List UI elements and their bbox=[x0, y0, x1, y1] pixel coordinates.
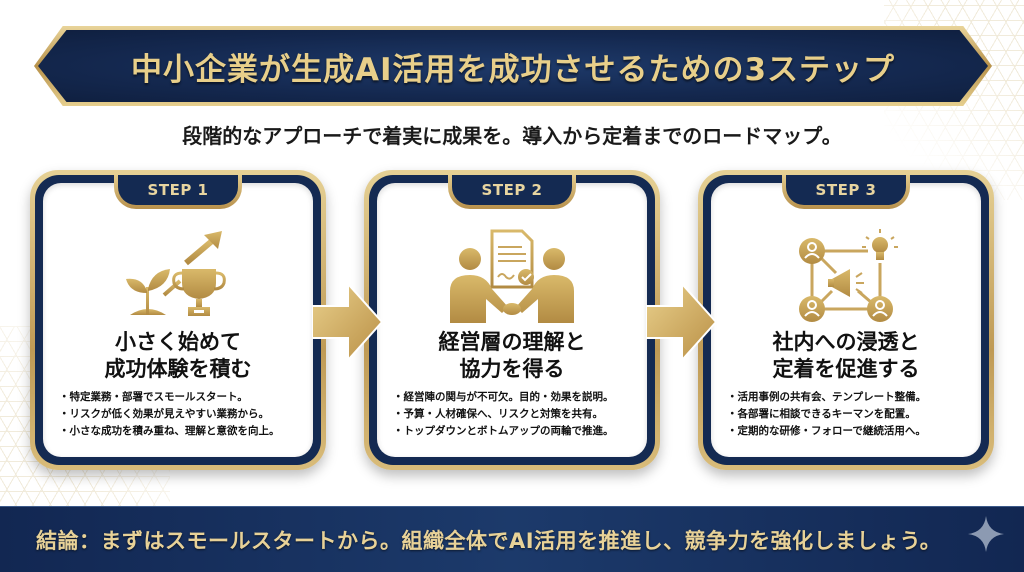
conclusion-footer: 結論：まずはスモールスタートから。組織全体でAI活用を推進し、競争力を強化しまし… bbox=[0, 506, 1024, 572]
step-heading-line-1: 小さく始めて bbox=[115, 330, 241, 354]
step-bullet-list: 経営陣の関与が不可欠。目的・効果を説明。 予算・人材確保へ、リスクと対策を共有。… bbox=[393, 389, 639, 440]
bullet-item: 小さな成功を積み重ね、理解と意欲を向上。 bbox=[59, 423, 305, 440]
step-heading-line-2: 協力を得る bbox=[459, 357, 565, 381]
card-body: 経営層の理解と 協力を得る 経営陣の関与が不可欠。目的・効果を説明。 予算・人材… bbox=[377, 183, 647, 457]
sprout-trophy-growth-icon bbox=[108, 227, 248, 327]
bullet-item: 活用事例の共有会、テンプレート整備。 bbox=[727, 389, 973, 406]
sparkle-icon bbox=[968, 516, 1004, 552]
bullet-item: 定期的な研修・フォローで継続活用へ。 bbox=[727, 423, 973, 440]
page-subtitle: 段階的なアプローチで着実に成果を。導入から定着までのロードマップ。 bbox=[182, 124, 842, 148]
network-megaphone-idea-icon bbox=[776, 227, 916, 327]
bullet-item: トップダウンとボトムアップの両輪で推進。 bbox=[393, 423, 639, 440]
step-heading-line-2: 成功体験を積む bbox=[104, 357, 252, 381]
bullet-item: 各部署に相談できるキーマンを配置。 bbox=[727, 406, 973, 423]
card-body: 社内への浸透と 定着を促進する 活用事例の共有会、テンプレート整備。 各部署に相… bbox=[711, 183, 981, 457]
bullet-item: リスクが低く効果が見えやすい業務から。 bbox=[59, 406, 305, 423]
step-label: STEP 2 bbox=[481, 181, 543, 199]
step-bullet-list: 特定業務・部署でスモールスタート。 リスクが低く効果が見えやすい業務から。 小さ… bbox=[59, 389, 305, 440]
step-tab: STEP 2 bbox=[448, 175, 576, 209]
step-heading-line-1: 経営層の理解と bbox=[438, 330, 586, 354]
step-heading: 経営層の理解と 協力を得る bbox=[377, 329, 647, 383]
step-card-3: 社内への浸透と 定着を促進する 活用事例の共有会、テンプレート整備。 各部署に相… bbox=[698, 170, 994, 470]
step-bullet-list: 活用事例の共有会、テンプレート整備。 各部署に相談できるキーマンを配置。 定期的… bbox=[727, 389, 973, 440]
step-tab-inner: STEP 3 bbox=[786, 175, 906, 205]
arrow-right-icon bbox=[312, 284, 382, 360]
step-tab: STEP 1 bbox=[114, 175, 242, 209]
bullet-item: 予算・人材確保へ、リスクと対策を共有。 bbox=[393, 406, 639, 423]
step-heading-line-2: 定着を促進する bbox=[772, 357, 920, 381]
title-banner: 中小企業が生成AI活用を成功させるための3ステップ bbox=[38, 30, 988, 102]
conclusion-text: 結論：まずはスモールスタートから。組織全体でAI活用を推進し、競争力を強化しまし… bbox=[36, 528, 942, 553]
step-card-2: 経営層の理解と 協力を得る 経営陣の関与が不可欠。目的・効果を説明。 予算・人材… bbox=[364, 170, 660, 470]
page-title: 中小企業が生成AI活用を成功させるための3ステップ bbox=[130, 51, 896, 88]
step-tab: STEP 3 bbox=[782, 175, 910, 209]
step-card-1: 小さく始めて 成功体験を積む 特定業務・部署でスモールスタート。 リスクが低く効… bbox=[30, 170, 326, 470]
handshake-contract-icon bbox=[442, 227, 582, 327]
arrow-right-icon bbox=[646, 284, 716, 360]
bullet-item: 特定業務・部署でスモールスタート。 bbox=[59, 389, 305, 406]
step-label: STEP 1 bbox=[147, 181, 209, 199]
step-tab-inner: STEP 2 bbox=[452, 175, 572, 205]
step-heading-line-1: 社内への浸透と bbox=[772, 330, 920, 354]
bullet-item: 経営陣の関与が不可欠。目的・効果を説明。 bbox=[393, 389, 639, 406]
step-heading: 社内への浸透と 定着を促進する bbox=[711, 329, 981, 383]
step-tab-inner: STEP 1 bbox=[118, 175, 238, 205]
step-label: STEP 3 bbox=[815, 181, 877, 199]
card-body: 小さく始めて 成功体験を積む 特定業務・部署でスモールスタート。 リスクが低く効… bbox=[43, 183, 313, 457]
step-heading: 小さく始めて 成功体験を積む bbox=[43, 329, 313, 383]
